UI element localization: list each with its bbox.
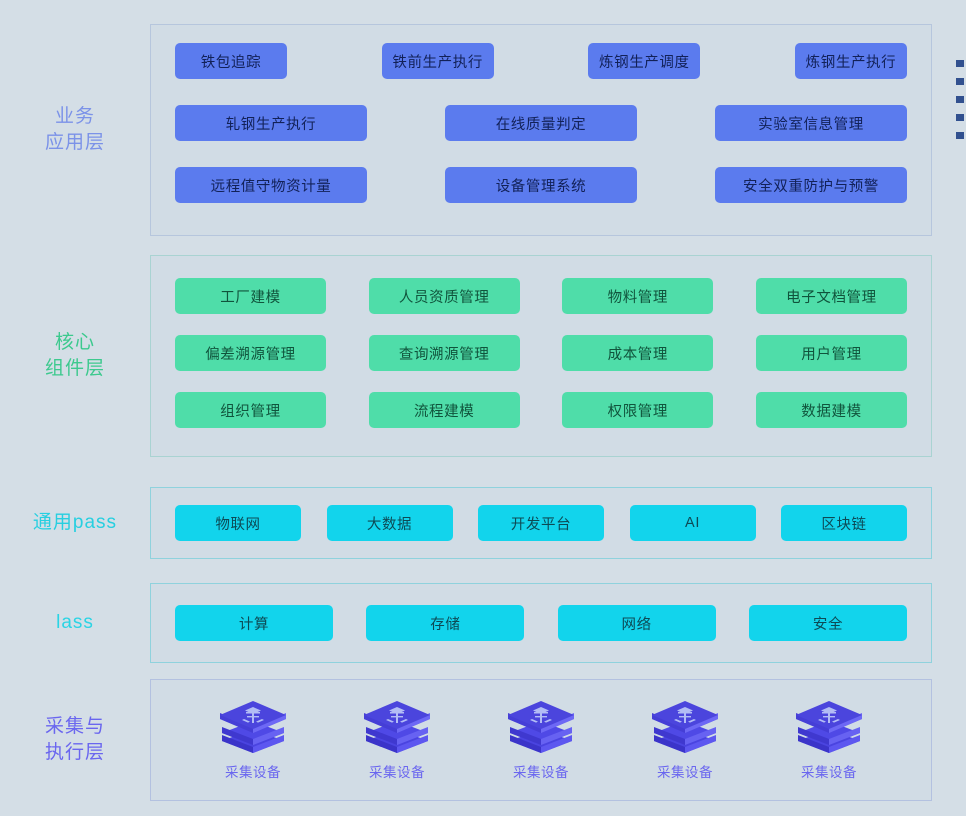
layer-business-application: 业务 应用层 铁包追踪 铁前生产执行 炼钢生产调度 炼钢生产执行 轧钢生产执行 … (0, 22, 966, 238)
core-row-2: 偏差溯源管理 查询溯源管理 成本管理 用户管理 (175, 335, 907, 371)
layer-iaas: lass 计算 存储 网络 安全 (0, 583, 966, 663)
chip-core-2-2[interactable]: 权限管理 (562, 392, 714, 428)
list-item[interactable]: 采集设备 (779, 699, 879, 781)
chip-core-0-2[interactable]: 物料管理 (562, 278, 714, 314)
layer-label-collection: 采集与 执行层 (44, 716, 105, 763)
iaas-row-1: 计算 存储 网络 安全 (175, 605, 907, 641)
chip-paas-0[interactable]: 物联网 (175, 505, 301, 541)
chip-paas-4[interactable]: 区块链 (781, 505, 907, 541)
edge-marker-bullet (956, 96, 964, 103)
panel-general-paas: 物联网 大数据 开发平台 AI 区块链 (150, 487, 932, 559)
panel-core-component: 工厂建模 人员资质管理 物料管理 电子文档管理 偏差溯源管理 查询溯源管理 成本… (150, 255, 932, 457)
layer-label-core: 核心 组件层 (44, 332, 105, 379)
edge-marker-bullet (956, 60, 964, 67)
panel-iaas: 计算 存储 网络 安全 (150, 583, 932, 663)
chip-core-0-0[interactable]: 工厂建模 (175, 278, 326, 314)
device-label: 采集设备 (225, 765, 281, 780)
chip-business-1-0[interactable]: 轧钢生产执行 (175, 105, 367, 141)
edge-marker-bullet (956, 132, 964, 139)
chip-business-0-2[interactable]: 炼钢生产调度 (588, 43, 701, 79)
core-row-1: 工厂建模 人员资质管理 物料管理 电子文档管理 (175, 278, 907, 314)
chip-core-2-1[interactable]: 流程建模 (368, 392, 520, 428)
chip-iaas-2[interactable]: 网络 (557, 605, 716, 641)
chip-business-1-1[interactable]: 在线质量判定 (445, 105, 637, 141)
chip-paas-1[interactable]: 大数据 (326, 505, 453, 541)
chip-business-2-2[interactable]: 安全双重防护与预警 (715, 167, 907, 203)
layer-label-paas: 通用pass (32, 512, 118, 533)
device-cube-icon (220, 701, 286, 753)
device-label: 采集设备 (801, 765, 857, 780)
panel-business-application: 铁包追踪 铁前生产执行 炼钢生产调度 炼钢生产执行 轧钢生产执行 在线质量判定 … (150, 24, 932, 236)
list-item[interactable]: 采集设备 (491, 699, 591, 781)
device-label: 采集设备 (657, 765, 713, 780)
chip-core-1-0[interactable]: 偏差溯源管理 (175, 335, 326, 371)
chip-core-2-0[interactable]: 组织管理 (175, 392, 326, 428)
chip-core-1-1[interactable]: 查询溯源管理 (368, 335, 520, 371)
device-cube-icon (652, 701, 718, 753)
edge-marker-bullet (956, 78, 964, 85)
chip-iaas-0[interactable]: 计算 (175, 605, 333, 641)
chip-business-1-2[interactable]: 实验室信息管理 (715, 105, 907, 141)
chip-business-2-1[interactable]: 设备管理系统 (445, 167, 637, 203)
chip-core-1-2[interactable]: 成本管理 (562, 335, 714, 371)
device-cube-icon (364, 701, 430, 753)
business-row-2: 轧钢生产执行 在线质量判定 实验室信息管理 (175, 105, 907, 141)
chip-business-0-3[interactable]: 炼钢生产执行 (794, 43, 907, 79)
chip-iaas-3[interactable]: 安全 (748, 605, 907, 641)
list-item[interactable]: 采集设备 (203, 699, 303, 781)
chip-core-0-1[interactable]: 人员资质管理 (368, 278, 520, 314)
layer-collection-execution: 采集与 执行层 (0, 678, 966, 802)
layer-general-paas: 通用pass 物联网 大数据 开发平台 AI 区块链 (0, 486, 966, 560)
paas-row-1: 物联网 大数据 开发平台 AI 区块链 (175, 505, 907, 541)
business-row-1: 铁包追踪 铁前生产执行 炼钢生产调度 炼钢生产执行 (175, 43, 907, 79)
device-row: 采集设备 (175, 699, 907, 781)
chip-core-0-3[interactable]: 电子文档管理 (755, 278, 907, 314)
edge-marker-bullet (956, 114, 964, 121)
core-row-3: 组织管理 流程建模 权限管理 数据建模 (175, 392, 907, 428)
device-label: 采集设备 (513, 765, 569, 780)
business-row-3: 远程值守物资计量 设备管理系统 安全双重防护与预警 (175, 167, 907, 203)
layer-label-iaas: lass (56, 612, 94, 633)
chip-business-0-1[interactable]: 铁前生产执行 (381, 43, 494, 79)
layer-core-component: 核心 组件层 工厂建模 人员资质管理 物料管理 电子文档管理 偏差溯源管理 查询… (0, 254, 966, 458)
chip-business-2-0[interactable]: 远程值守物资计量 (175, 167, 367, 203)
chip-core-2-3[interactable]: 数据建模 (755, 392, 907, 428)
device-cube-icon (508, 701, 574, 753)
device-cube-icon (796, 701, 862, 753)
chip-core-1-3[interactable]: 用户管理 (755, 335, 907, 371)
chip-paas-3[interactable]: AI (629, 505, 756, 541)
layer-label-business: 业务 应用层 (44, 106, 105, 153)
chip-business-0-0[interactable]: 铁包追踪 (175, 43, 287, 79)
list-item[interactable]: 采集设备 (347, 699, 447, 781)
list-item[interactable]: 采集设备 (635, 699, 735, 781)
edge-marker-list (956, 60, 966, 150)
chip-paas-2[interactable]: 开发平台 (478, 505, 604, 541)
device-label: 采集设备 (369, 765, 425, 780)
chip-iaas-1[interactable]: 存储 (366, 605, 525, 641)
panel-collection-execution: 采集设备 (150, 679, 932, 801)
